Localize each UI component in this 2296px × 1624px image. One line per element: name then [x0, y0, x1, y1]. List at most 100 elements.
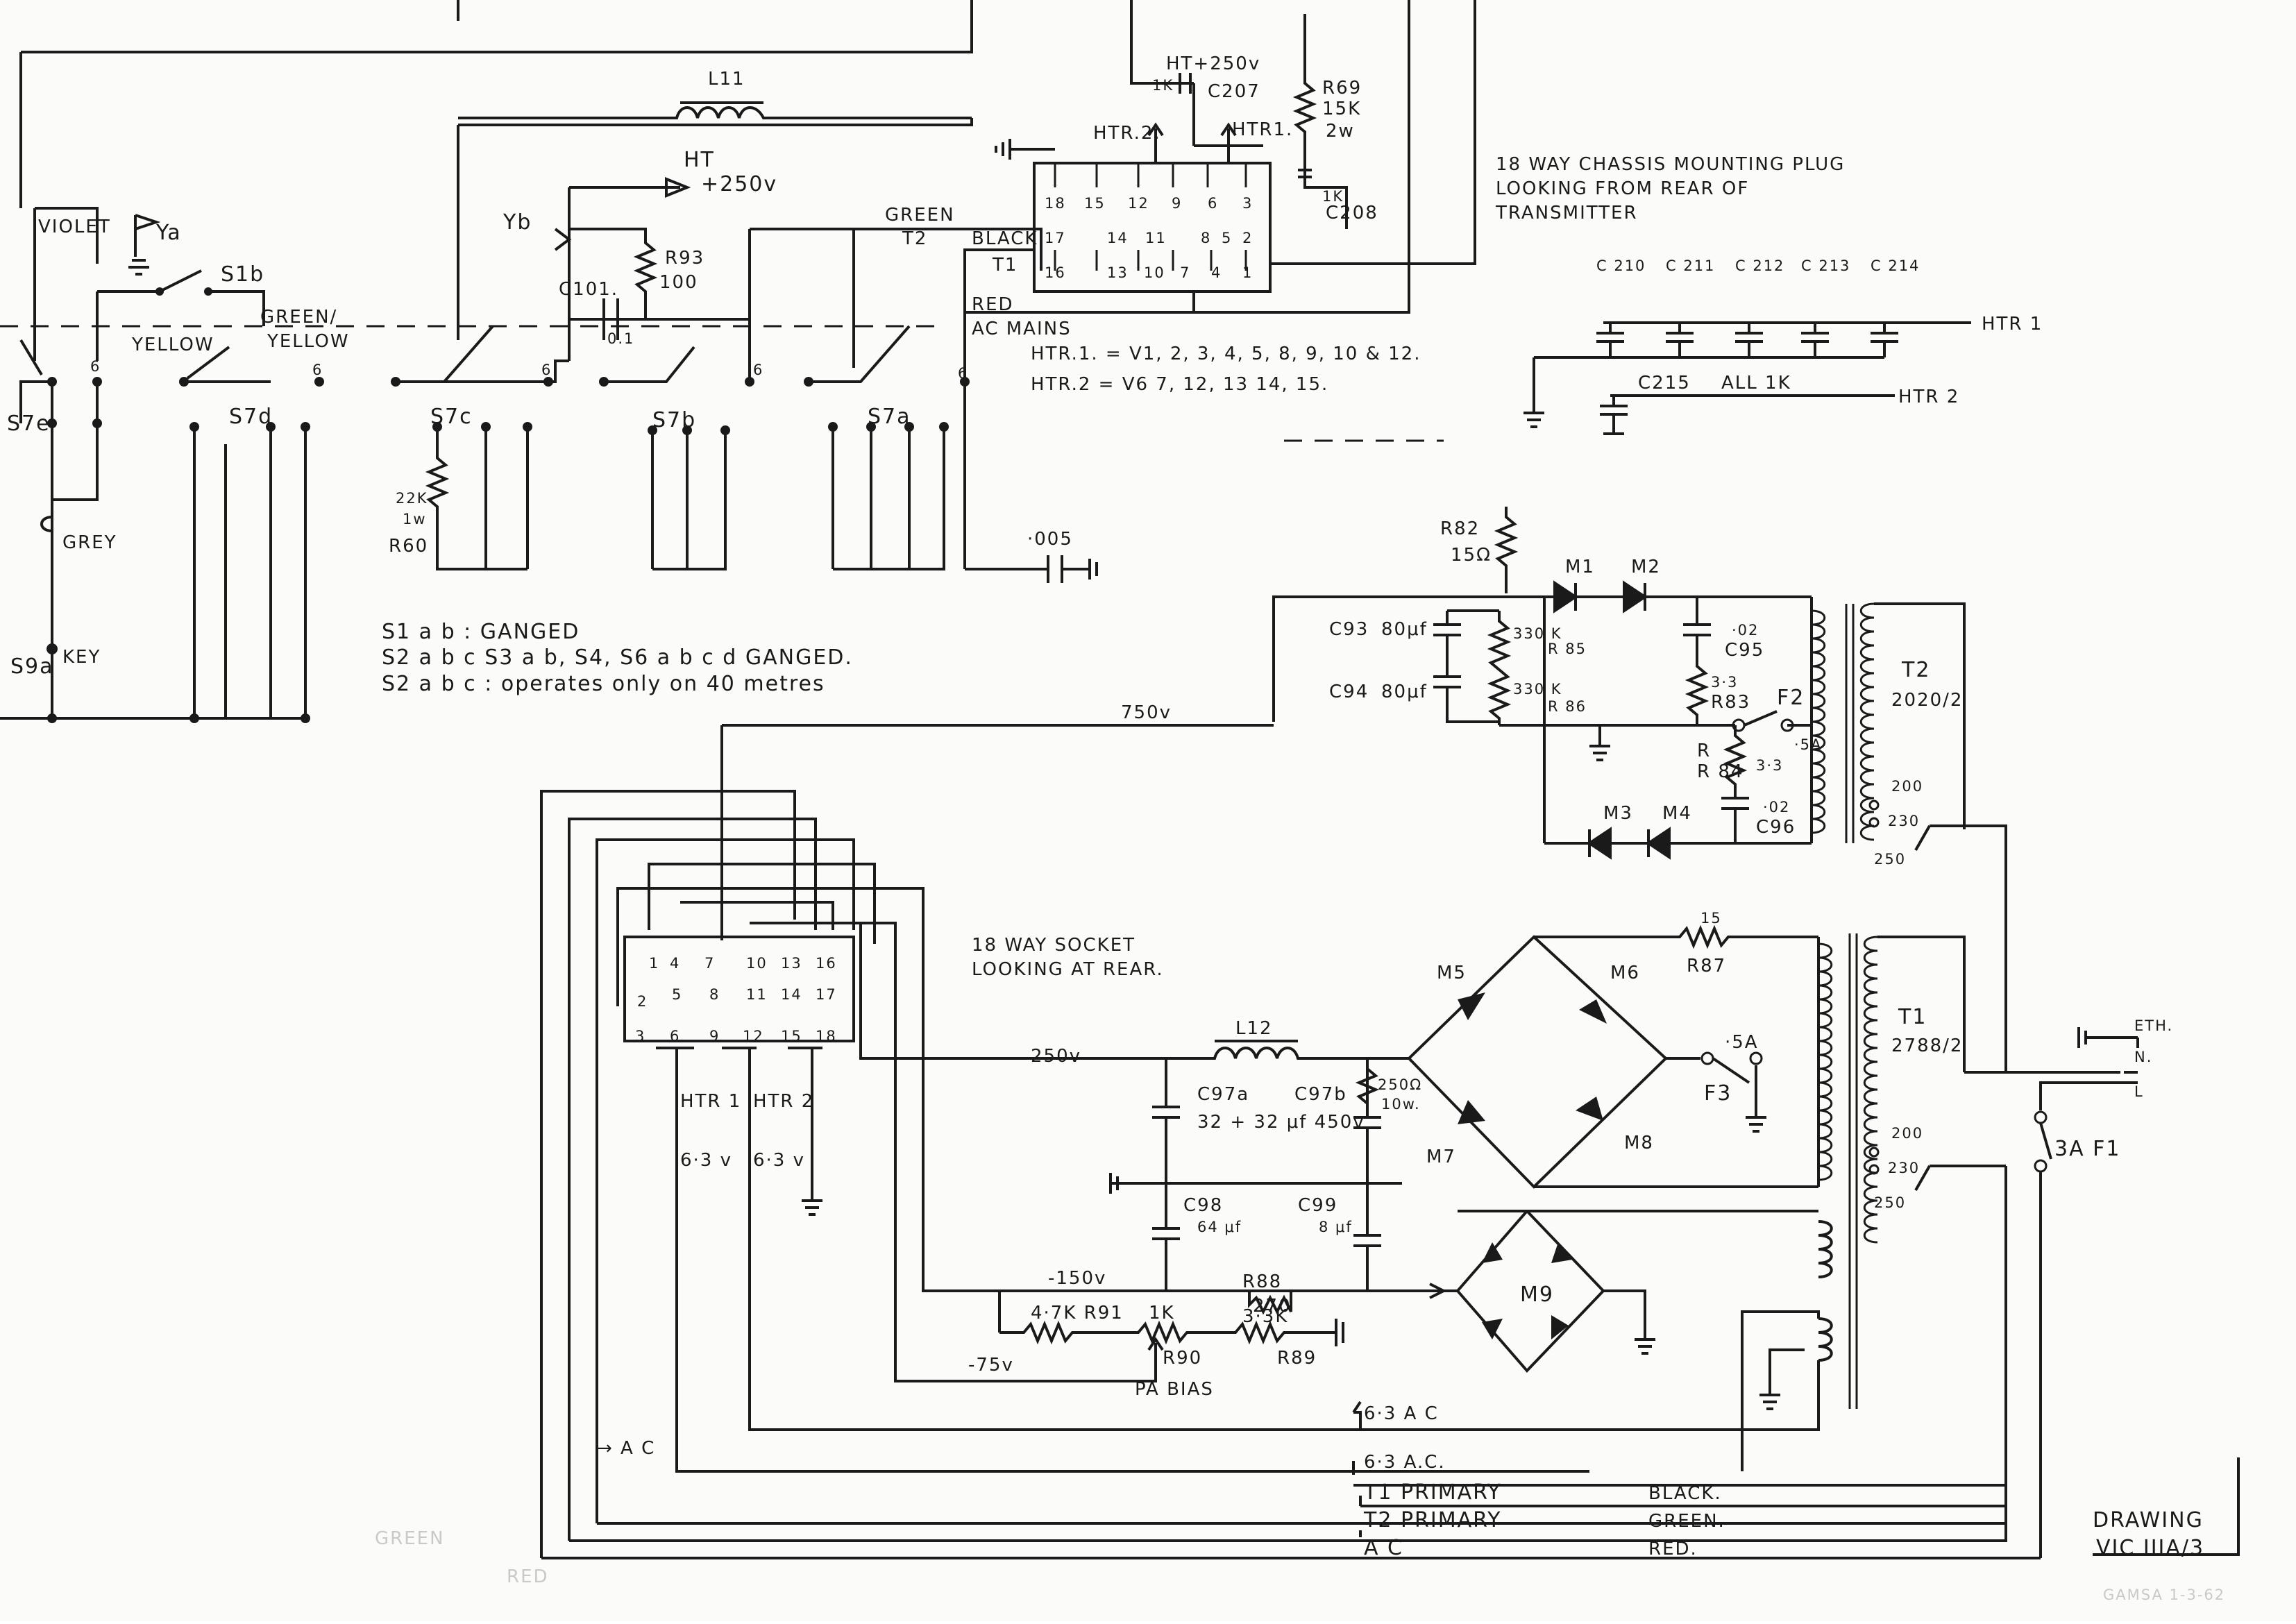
legend-colour-3: BLACK. [1648, 1483, 1722, 1504]
pa-bias-label: PA BIAS [1135, 1379, 1214, 1400]
c97b-label: C97b [1294, 1084, 1347, 1105]
wafer-s7c: S7c 22K 1w R60 [389, 325, 569, 570]
m4-label: M4 [1662, 803, 1692, 824]
cap-label-c212: C 212 [1735, 257, 1784, 274]
f3-rating: ·5A [1725, 1032, 1759, 1053]
title-block: DRAWING VIC IIIA/3 GAMSA 1-3-62 [2093, 1457, 2240, 1603]
wafer-s7b: S7b [599, 229, 754, 570]
socket-pin-6: 6 [670, 1028, 680, 1044]
green-yellow-label-1: GREEN/ [260, 307, 337, 328]
m9-label: M9 [1520, 1283, 1554, 1307]
htr2-line-label: HTR 2 [1898, 387, 1959, 407]
power-supply-250v: L12 C97a C97b 32 + 32 μf 450v 250Ω 10w. … [895, 826, 2173, 1558]
l11-label: L11 [708, 69, 745, 90]
legend-label-3: T1 PRIMARY [1363, 1480, 1501, 1505]
socket-pin-14: 14 [781, 986, 802, 1003]
cap-label-c211: C 211 [1666, 257, 1715, 274]
htr2-socket-voltage: 6·3 v [753, 1150, 805, 1171]
htr2-valves: HTR.2 = V6 7, 12, 13 14, 15. [1031, 374, 1328, 395]
t1-label: T1 [1898, 1005, 1927, 1029]
wiring-legend: 6·3 A C 6·3 A.C. T1 PRIMARY BLACK. T2 PR… [375, 1401, 2041, 1587]
ht-label: HT [684, 148, 715, 172]
wafer-s7a: S7a ·005 [804, 325, 1098, 583]
c99-value: 8 μf [1319, 1219, 1353, 1235]
r88-value: 270 [1253, 1296, 1292, 1317]
socket-pin-9: 9 [709, 1028, 720, 1044]
socket-section: 1 4 7 10 13 16 2 5 8 11 14 17 3 6 9 12 1… [540, 790, 1820, 1558]
eth-label: ETH. [2134, 1017, 2173, 1034]
tag-six-1: 6 [90, 358, 101, 375]
m3-label: M3 [1603, 803, 1633, 824]
cap-label-c214: C 214 [1871, 257, 1920, 274]
r93-label: R93 [665, 248, 704, 269]
capacitor-labels: C 210 C 211 C 212 C 213 C 214 [1596, 257, 1920, 274]
r83-value: 3·3 [1711, 674, 1738, 691]
drawing-credit: GAMSA 1-3-62 [2103, 1587, 2225, 1603]
plug-pin-7: 7 [1180, 264, 1190, 281]
r90-label: R90 [1163, 1348, 1202, 1369]
wafer-s7d: S7d [179, 346, 324, 718]
legend-label-2: 6·3 A.C. [1364, 1452, 1446, 1473]
plug-pin-4: 4 [1211, 264, 1222, 281]
v-minus150-label: -150v [1048, 1268, 1106, 1289]
socket-pin-7: 7 [704, 955, 715, 972]
grey-label: GREY [62, 532, 117, 553]
socket-pin-10: 10 [746, 955, 768, 972]
m8-label: M8 [1624, 1133, 1654, 1153]
ht-plus-label: HT+250v [1166, 53, 1260, 74]
t2-label: T2 [1901, 658, 1930, 682]
bank-title-3: TRANSMITTER [1495, 203, 1638, 223]
v-minus75-label: -75v [968, 1355, 1014, 1376]
c99-label: C99 [1298, 1195, 1337, 1216]
f1-label: 3A F1 [2054, 1137, 2121, 1161]
m2-label: M2 [1631, 557, 1661, 577]
r60-label: R60 [389, 536, 428, 557]
plug-pin-14: 14 [1107, 230, 1129, 246]
r250-label: 250Ω [1378, 1076, 1422, 1093]
plug-pin-18: 18 [1045, 195, 1066, 212]
plug-pins-mid: 17 14 11 8 5 2 [1045, 230, 1253, 246]
socket-pin-17: 17 [816, 986, 837, 1003]
c95-value: ·02 [1732, 622, 1759, 638]
t1-tap-230: 230 [1888, 1160, 1920, 1176]
c94-label: C94 [1329, 682, 1369, 702]
htr1-socket-label: HTR 1 [680, 1091, 741, 1112]
socket-pin-11: 11 [746, 986, 768, 1003]
c215-label: C215 [1638, 373, 1691, 394]
c96-value: ·02 [1763, 799, 1790, 815]
r82-value: 15Ω [1451, 545, 1492, 566]
c005-label: ·005 [1027, 529, 1073, 550]
tag-six-3: 6 [541, 362, 552, 378]
plug-pin-9: 9 [1172, 195, 1182, 212]
t2-wire-label: T2 [902, 228, 927, 249]
plug-pin-5: 5 [1222, 230, 1232, 246]
green-yellow-label-2: YELLOW [267, 331, 350, 352]
heater-plug: HT+250v 1K C207 R69 15K 2w 1K C208 HTR.2… [852, 0, 1476, 507]
c96-label: C96 [1756, 817, 1796, 838]
bank-title-2: LOOKING FROM REAR OF [1496, 178, 1749, 199]
bank-title-1: 18 WAY CHASSIS MOUNTING PLUG [1496, 154, 1845, 175]
socket-pin-16: 16 [816, 955, 837, 972]
ac-mains-label: AC MAINS [972, 319, 1072, 339]
c208-value: 1K [1322, 188, 1344, 205]
socket-title-2: LOOKING AT REAR. [972, 959, 1164, 980]
r83-label: R83 [1711, 692, 1750, 713]
htr2-socket-label: HTR 2 [753, 1091, 814, 1112]
socket-pin-18: 18 [816, 1028, 837, 1044]
m1-label: M1 [1565, 557, 1595, 577]
red-wire-label: RED [972, 294, 1014, 315]
decoupling-bank: 18 WAY CHASSIS MOUNTING PLUG LOOKING FRO… [1495, 154, 2041, 435]
ht-voltage: +250v [701, 172, 777, 196]
ya-label: Ya [155, 221, 182, 245]
s7e-label: S7e [7, 412, 51, 436]
r69-value: 15K [1322, 99, 1361, 119]
legend-label-5: A C [1364, 1536, 1403, 1560]
r60-power: 1w [403, 511, 427, 527]
plug-pin-2: 2 [1242, 230, 1253, 246]
cap-label-c210: C 210 [1596, 257, 1646, 274]
f2-label: F2 [1777, 686, 1805, 710]
wafer-s7e: S7e [7, 339, 102, 718]
htr1-arrow-label: HTR1. [1232, 119, 1293, 140]
htr1-socket-voltage: 6·3 v [680, 1150, 732, 1171]
